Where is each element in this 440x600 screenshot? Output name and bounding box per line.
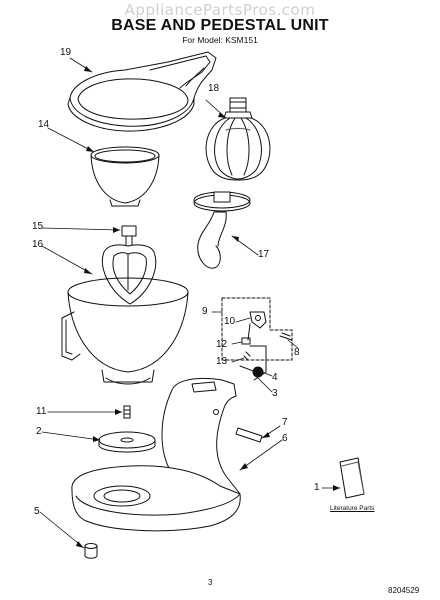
callout-8: 8 — [294, 347, 300, 358]
callout-6: 6 — [282, 433, 288, 444]
hinge-pin — [236, 428, 262, 442]
pedestal — [72, 378, 240, 530]
bowl-small — [91, 147, 159, 206]
page-title: BASE AND PEDESTAL UNIT — [111, 17, 329, 34]
document-number: 8204529 — [388, 586, 420, 595]
clamp-plate — [99, 432, 155, 452]
callout-1: 1 — [314, 482, 320, 493]
bowl-large — [62, 278, 188, 384]
literature-booklet — [340, 458, 364, 498]
literature-parts-label: Literature Parts — [330, 505, 375, 512]
model-subtitle: For Model: KSM151 — [182, 35, 258, 45]
dough-hook — [194, 192, 250, 268]
callout-18: 18 — [208, 83, 220, 94]
clamp-hardware-group — [222, 298, 292, 380]
callout-5: 5 — [34, 506, 40, 517]
callout-17: 17 — [258, 249, 270, 260]
callout-11: 11 — [36, 406, 47, 417]
page-number: 3 — [208, 578, 213, 587]
callout-14: 14 — [38, 119, 50, 130]
callout-13: 13 — [216, 356, 228, 367]
pouring-shield — [68, 52, 216, 131]
flat-beater — [102, 226, 155, 304]
watermark: AppliancePartsPros.com — [124, 1, 316, 19]
callout-2: 2 — [36, 426, 42, 437]
callout-15: 15 — [32, 221, 44, 232]
callout-3: 3 — [272, 388, 278, 399]
callout-10: 10 — [224, 316, 236, 327]
rubber-foot — [85, 544, 97, 559]
screw-11 — [124, 406, 130, 418]
callout-9: 9 — [202, 306, 208, 317]
callout-12: 12 — [216, 339, 228, 350]
callout-7: 7 — [282, 417, 288, 428]
arrowheads — [76, 66, 340, 548]
callout-19: 19 — [60, 47, 72, 58]
wire-whip — [206, 98, 270, 180]
callout-4: 4 — [272, 372, 278, 383]
callout-16: 16 — [32, 239, 44, 250]
leader-lines — [40, 58, 340, 548]
